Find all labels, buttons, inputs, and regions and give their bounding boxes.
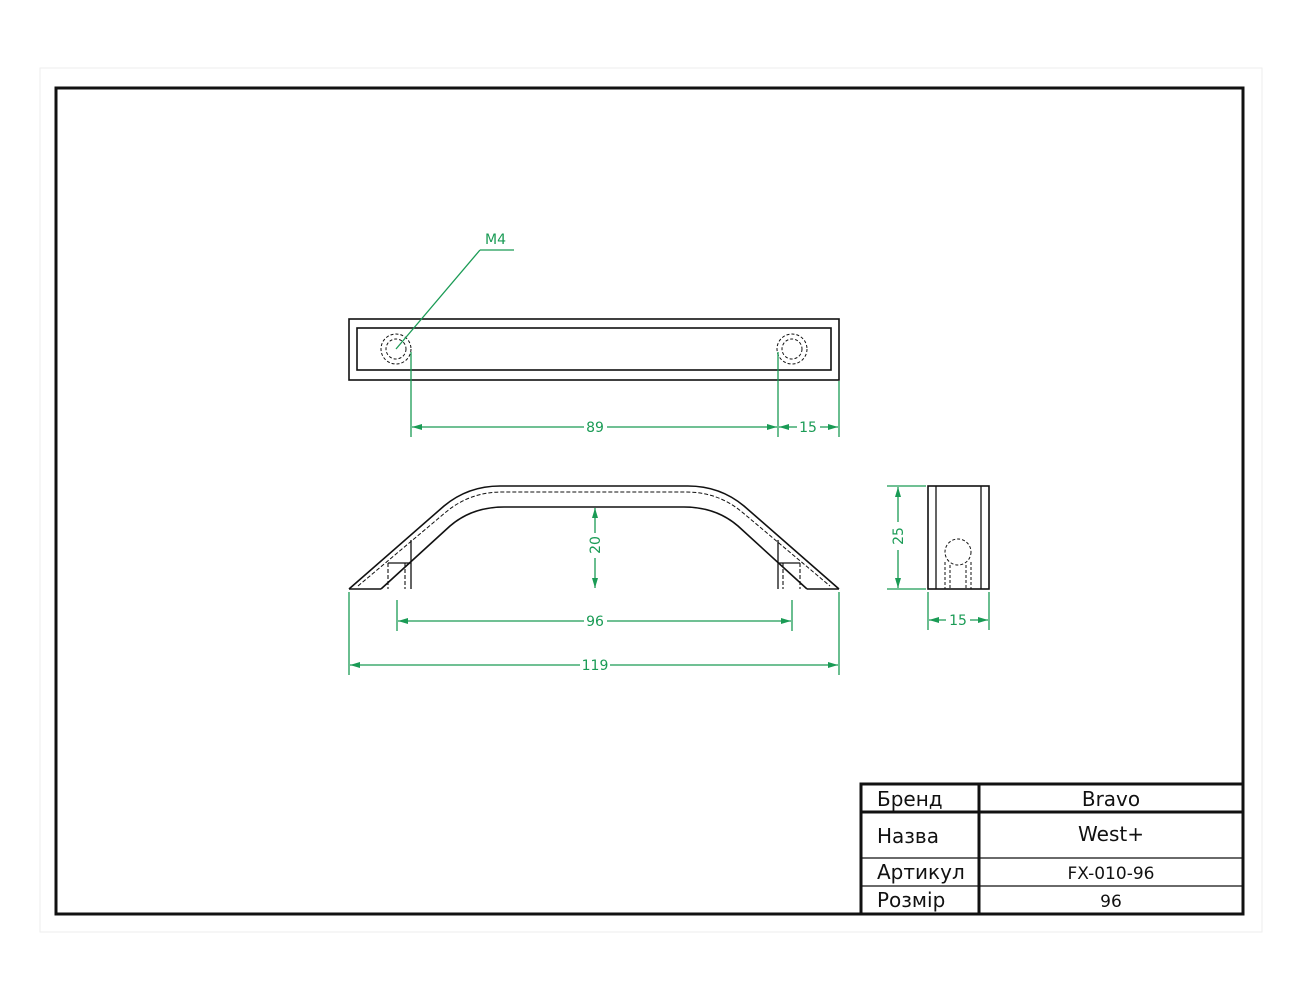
- dim-height: 20: [588, 536, 604, 554]
- top-view: [348, 318, 840, 381]
- front-view: [348, 485, 840, 590]
- dim-hole-spacing-top: 89: [586, 420, 604, 436]
- title-brand-label: Бренд: [877, 787, 943, 811]
- mounting-hole-left: [380, 333, 412, 365]
- handle-outer-profile: [348, 485, 840, 590]
- page-edge: [39, 67, 1263, 933]
- top-view-inner: [356, 327, 832, 371]
- title-name-value: West+: [1078, 822, 1144, 846]
- top-dimensions: [410, 352, 840, 437]
- title-size-label: Розмір: [877, 888, 945, 912]
- leg-right: [777, 540, 801, 589]
- drawing-frame: [54, 86, 1245, 916]
- handle-hidden-profile: [357, 491, 831, 587]
- front-dimensions: [348, 508, 840, 675]
- title-name-label: Назва: [877, 824, 939, 848]
- side-view-outer: [927, 485, 990, 590]
- dim-hole-spacing: 96: [586, 614, 604, 630]
- side-dimensions: [887, 485, 990, 630]
- dim-end-offset-top: 15: [799, 420, 817, 436]
- title-brand-value: Bravo: [1082, 787, 1140, 811]
- thread-leader: [395, 249, 514, 350]
- dim-side-height: 25: [891, 527, 907, 545]
- dim-side-width: 15: [949, 613, 967, 629]
- title-block: [859, 782, 1245, 916]
- title-article-value: FX-010-96: [1068, 864, 1155, 884]
- thread-label: M4: [485, 232, 506, 248]
- side-view-hole: [944, 538, 972, 566]
- side-view: [927, 485, 990, 590]
- title-size-value: 96: [1100, 892, 1122, 912]
- leg-left: [387, 540, 412, 589]
- title-article-label: Артикул: [877, 860, 965, 884]
- handle-inner-profile: [380, 506, 808, 590]
- mounting-hole-right: [776, 333, 808, 365]
- dim-overall-length: 119: [582, 658, 609, 674]
- top-view-outer: [348, 318, 840, 381]
